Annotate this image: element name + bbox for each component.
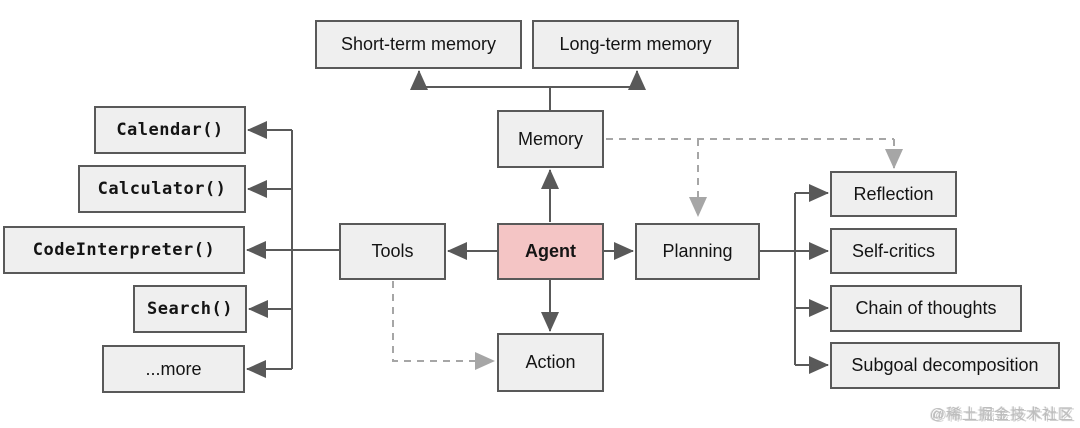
node-calendar: Calendar(): [94, 106, 246, 154]
node-more: ...more: [102, 345, 245, 393]
node-code-interpreter: CodeInterpreter(): [3, 226, 245, 274]
node-planning: Planning: [635, 223, 760, 280]
node-long-term-memory: Long-term memory: [532, 20, 739, 69]
node-agent: Agent: [497, 223, 604, 280]
node-tools: Tools: [339, 223, 446, 280]
node-subgoal-decomposition: Subgoal decomposition: [830, 342, 1060, 389]
node-search: Search(): [133, 285, 247, 333]
node-short-term-memory: Short-term memory: [315, 20, 522, 69]
node-reflection: Reflection: [830, 171, 957, 217]
watermark: @稀土掘金技术社区: [929, 406, 1074, 423]
node-calculator: Calculator(): [78, 165, 246, 213]
node-action: Action: [497, 333, 604, 392]
node-self-critics: Self-critics: [830, 228, 957, 274]
node-chain-of-thoughts: Chain of thoughts: [830, 285, 1022, 332]
node-memory: Memory: [497, 110, 604, 168]
